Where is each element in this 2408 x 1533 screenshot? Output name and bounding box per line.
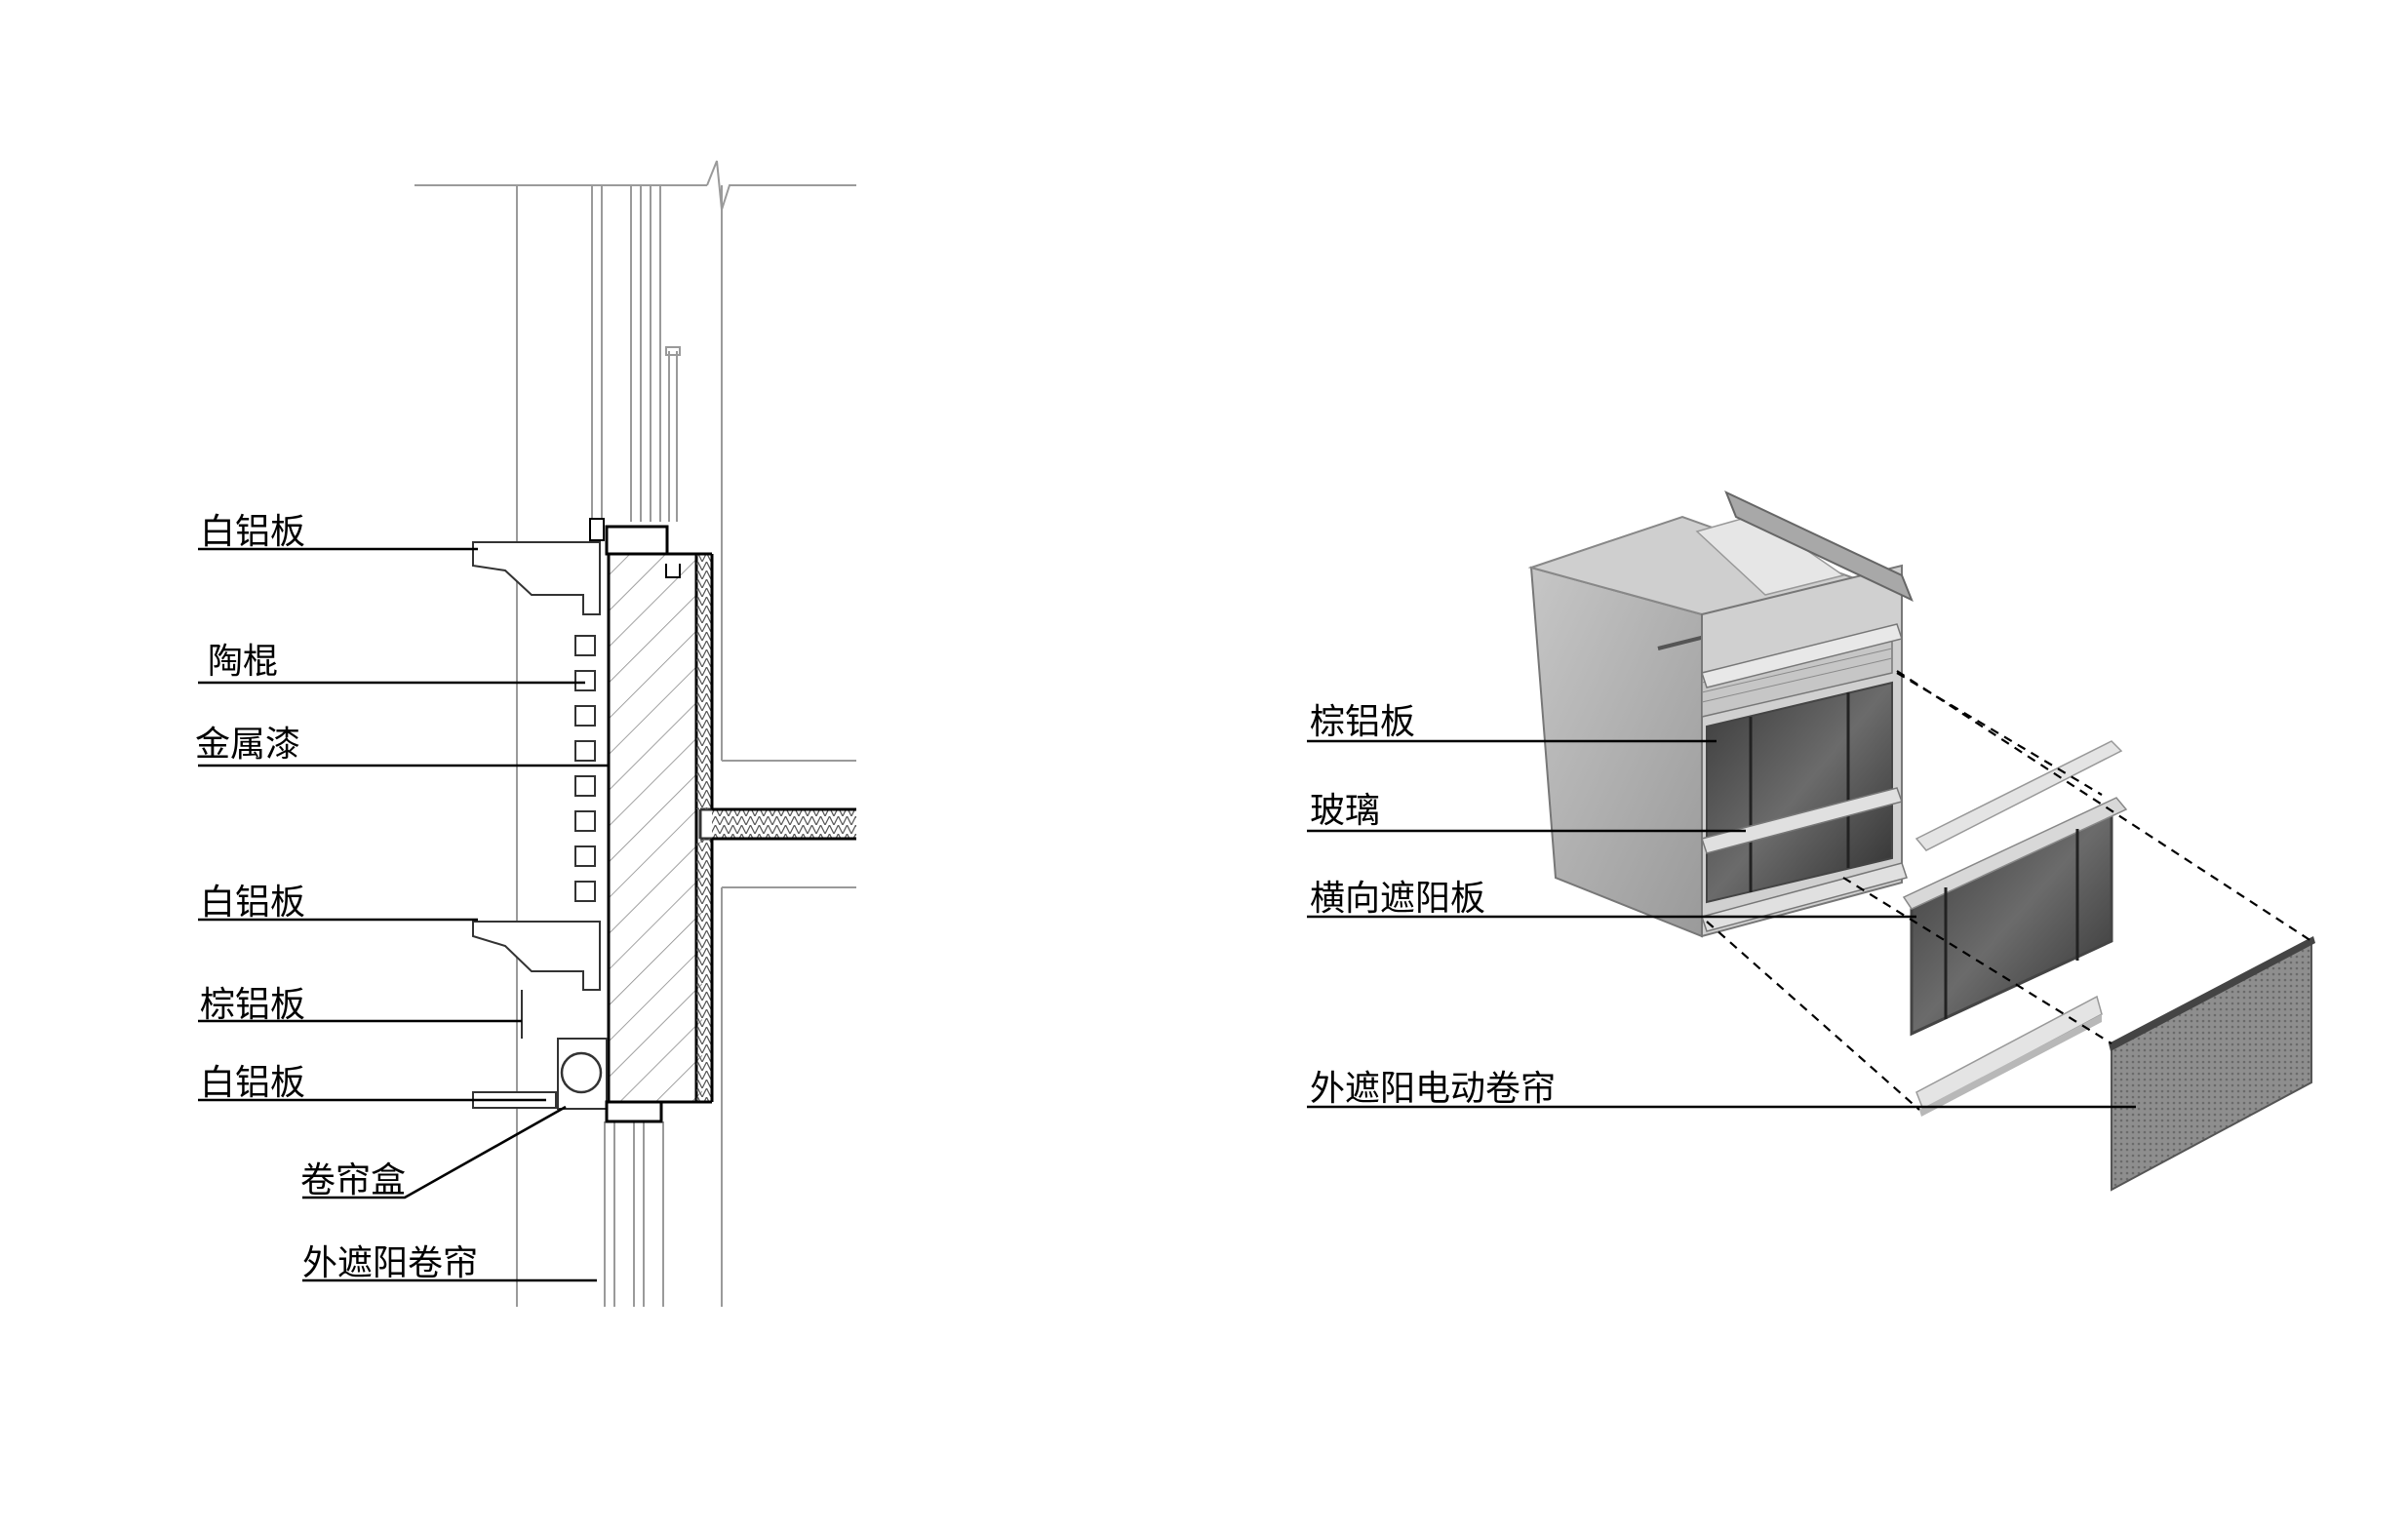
exploded-axonometric-drawing: 棕铝板 玻璃 横向遮阳板 外遮阳电动卷帘 [1307,491,2315,1192]
label-white-aluminum-lower: 白铝板 [200,1063,305,1103]
label-axon-glass: 玻璃 [1310,791,1380,831]
label-roller-box: 卷帘盒 [300,1160,406,1200]
label-white-aluminum-middle: 白铝板 [200,883,305,923]
label-ceramic-rod: 陶棍 [208,642,278,682]
label-brown-aluminum: 棕铝板 [200,985,305,1025]
label-axon-brown-aluminum: 棕铝板 [1310,702,1415,742]
label-metal-paint: 金属漆 [195,725,300,765]
label-axon-horizontal-sunshade: 横向遮阳板 [1310,879,1485,919]
label-white-aluminum-upper: 白铝板 [200,512,305,552]
label-external-roller-blind: 外遮阳卷帘 [302,1243,478,1283]
label-axon-motorized-roller-blind: 外遮阳电动卷帘 [1310,1069,1556,1109]
wall-section-drawing: 白铝板 陶棍 金属漆 白铝板 棕铝板 白铝板 卷帘盒 外遮阳卷帘 [195,160,856,1307]
